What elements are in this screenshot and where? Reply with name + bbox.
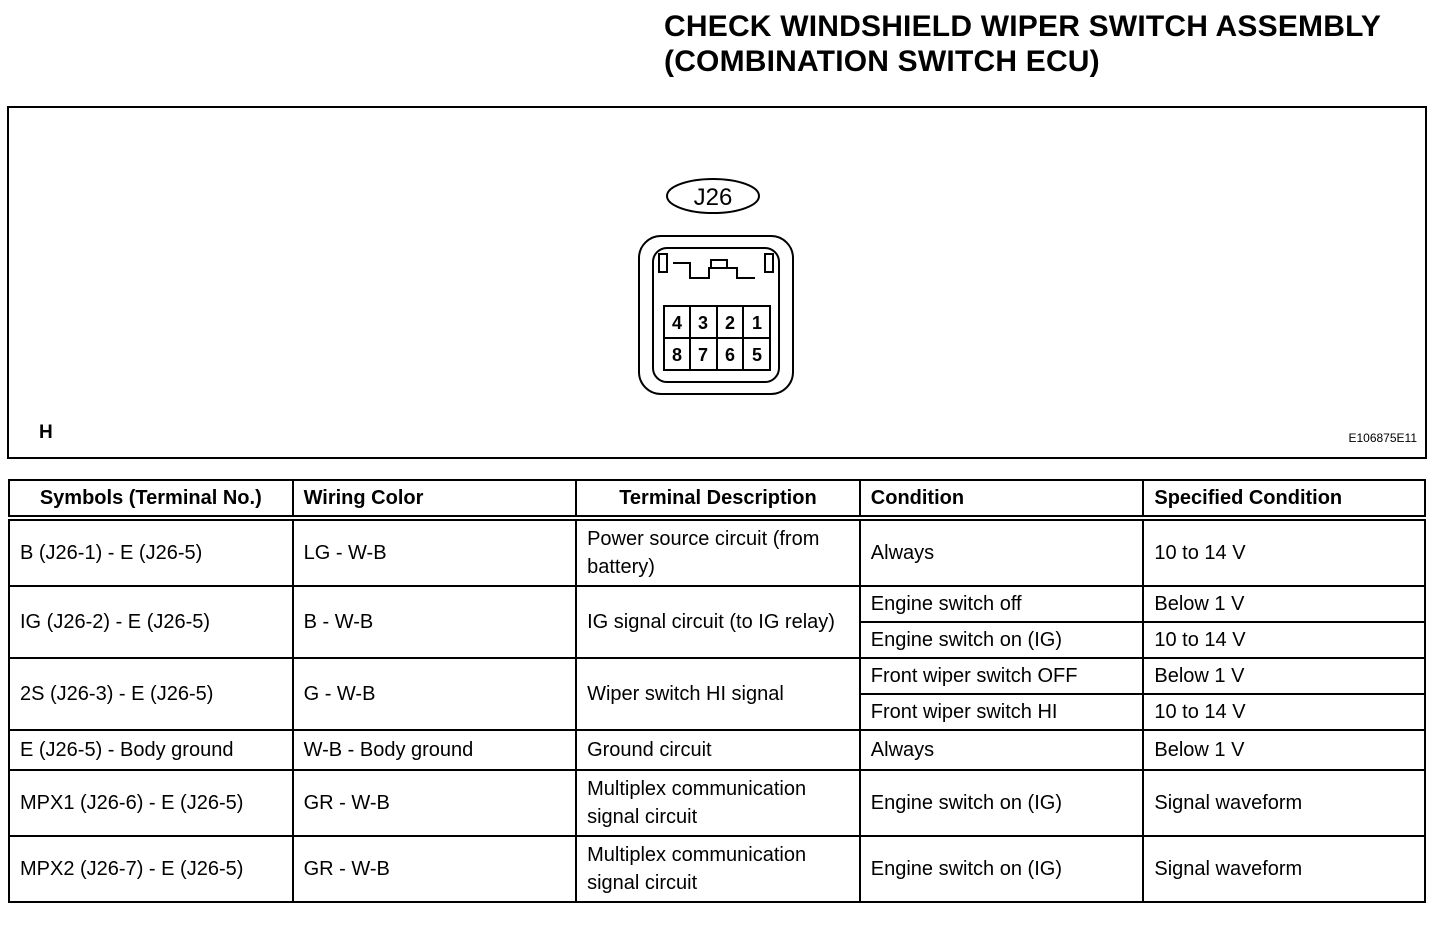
connector-label: J26 [694,184,733,211]
cell-wiring-color: W-B - Body ground [291,729,578,771]
figure-id: E106875E11 [1348,431,1417,445]
cell-symbol: B (J26-1) - E (J26-5) [8,517,294,587]
connector-label-ellipse [666,178,760,214]
connector-latch [673,262,755,279]
table-row: IG (J26-2) - E (J26-5) B - W-B IG signal… [8,585,1426,659]
table-row: Front wiper switch HI 10 to 14 V [9,693,1426,731]
cell-spec: Signal waveform [1142,835,1426,903]
cell-wiring-color: G - W-B [291,657,578,731]
inspection-table: Symbols (Terminal No.) Wiring Color Term… [8,479,1426,903]
cell-condition: Front wiper switch HI [858,693,1145,731]
header-symbols: Symbols (Terminal No.) [8,479,294,519]
cell-description: Multiplex communication signal circuit [575,769,861,837]
table-row: MPX1 (J26-6) - E (J26-5) GR - W-B Multip… [8,769,1426,837]
table-row: Engine switch on (IG) 10 to 14 V [9,621,1426,659]
cell-wiring-color: B - W-B [291,585,578,659]
pin-2: 2 [725,313,735,333]
latch-tab [710,259,728,269]
cell-wiring-color: GR - W-B [291,769,578,837]
connector-diagram: J26 4 3 2 1 8 7 6 5 H E106875E11 [7,106,1427,459]
cell-description: IG signal circuit (to IG relay) [575,585,861,659]
cell-spec: Below 1 V [1142,585,1426,623]
connector-housing-inner [652,247,780,383]
cell-symbol: E (J26-5) - Body ground [8,729,294,771]
pin-1: 1 [752,313,762,333]
page-title: CHECK WINDSHIELD WIPER SWITCH ASSEMBLY (… [664,9,1381,79]
cell-symbol: IG (J26-2) - E (J26-5) [8,585,294,659]
view-mark: H [39,422,53,443]
cell-spec: 10 to 14 V [1142,517,1426,587]
pin-8: 8 [672,345,682,365]
table-header-row: Symbols (Terminal No.) Wiring Color Term… [8,479,1426,519]
pin-6: 6 [725,345,735,365]
cell-spec: 10 to 14 V [1142,621,1426,659]
cell-spec: Below 1 V [1142,657,1426,695]
table-row: MPX2 (J26-7) - E (J26-5) GR - W-B Multip… [8,835,1426,903]
table-row: B (J26-1) - E (J26-5) LG - W-B Power sou… [8,517,1426,587]
connector-drawing: J26 4 3 2 1 8 7 6 5 [638,178,794,395]
cell-symbol: 2S (J26-3) - E (J26-5) [8,657,294,731]
cell-condition: Engine switch on (IG) [858,835,1145,903]
pin-7: 7 [698,345,708,365]
cell-spec: Signal waveform [1142,769,1426,837]
guide-right [764,253,774,273]
cell-description: Power source circuit (from battery) [575,517,861,587]
header-terminal-description: Terminal Description [575,479,861,519]
guide-left [658,253,668,273]
cell-condition: Always [858,517,1145,587]
cell-spec: Below 1 V [1142,729,1426,771]
table-row: 2S (J26-3) - E (J26-5) G - W-B Wiper swi… [8,657,1426,731]
cell-condition: Engine switch off [858,585,1145,623]
title-line-1: CHECK WINDSHIELD WIPER SWITCH ASSEMBLY [664,10,1382,43]
cell-wiring-color: LG - W-B [291,517,578,587]
cell-description: Ground circuit [575,729,861,771]
cell-condition: Always [858,729,1145,771]
pin-5: 5 [752,345,762,365]
cell-condition: Engine switch on (IG) [858,769,1145,837]
cell-condition: Front wiper switch OFF [858,657,1145,695]
title-line-2: (COMBINATION SWITCH ECU) [664,45,1100,78]
pin-3: 3 [698,313,708,333]
cell-symbol: MPX2 (J26-7) - E (J26-5) [8,835,294,903]
cell-description: Wiper switch HI signal [575,657,861,731]
cell-description: Multiplex communication signal circuit [575,835,861,903]
header-condition: Condition [858,479,1145,519]
table-row: E (J26-5) - Body ground W-B - Body groun… [8,729,1426,771]
header-wiring-color: Wiring Color [291,479,578,519]
cell-wiring-color: GR - W-B [291,835,578,903]
header-specified-condition: Specified Condition [1142,479,1426,519]
cell-symbol: MPX1 (J26-6) - E (J26-5) [8,769,294,837]
connector-housing-outer [638,235,794,395]
cell-condition: Engine switch on (IG) [858,621,1145,659]
cell-spec: 10 to 14 V [1142,693,1426,731]
pin-4: 4 [672,313,682,333]
